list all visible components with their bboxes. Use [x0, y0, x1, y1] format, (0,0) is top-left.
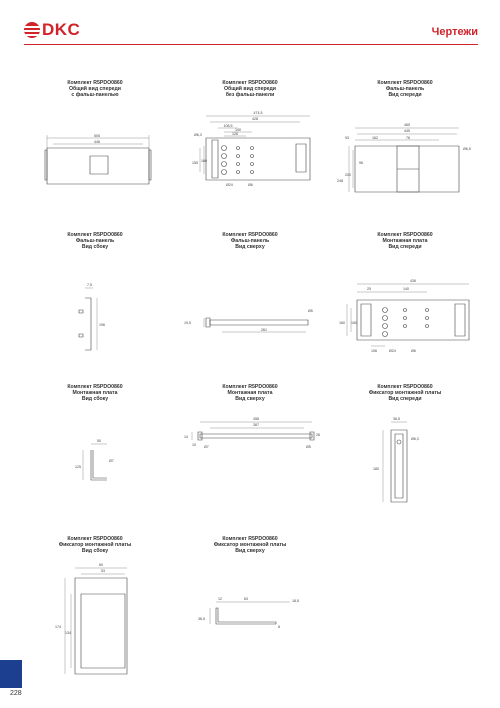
svg-text:Ø6: Ø6 [411, 349, 416, 353]
svg-text:63: 63 [244, 597, 248, 601]
svg-text:174: 174 [55, 625, 61, 629]
brand-logo: DKC [24, 20, 81, 39]
logo-mark-icon [24, 22, 40, 38]
svg-text:474,5: 474,5 [254, 111, 263, 115]
svg-text:150: 150 [351, 321, 357, 325]
svg-text:505: 505 [94, 134, 100, 138]
svg-text:180: 180 [373, 467, 379, 471]
svg-text:26: 26 [316, 433, 320, 437]
svg-text:428: 428 [252, 117, 258, 121]
page-header: DKC Чертежи [0, 0, 500, 50]
svg-text:126: 126 [232, 132, 238, 136]
drawing-mounting-plate-side: 50 125 Ø7 [75, 439, 114, 526]
drawing-false-panel-top: 19,5 261 Ø5 [184, 309, 313, 374]
svg-text:93: 93 [345, 136, 349, 140]
svg-text:10: 10 [192, 443, 196, 447]
svg-text:465: 465 [404, 123, 410, 127]
svg-text:436: 436 [410, 279, 416, 283]
brand-name: DKC [42, 20, 81, 39]
svg-text:134: 134 [65, 631, 71, 635]
svg-text:Ø6,3: Ø6,3 [411, 437, 419, 441]
drawing-plate-retainer-top: 12 63 18,5 36,5 8 [198, 597, 299, 629]
svg-text:36,5: 36,5 [393, 417, 400, 421]
svg-text:12: 12 [218, 597, 222, 601]
drawing-plate-retainer-side: 60 53 174 134 [55, 563, 165, 678]
svg-text:Ø5: Ø5 [306, 445, 311, 449]
svg-text:8: 8 [278, 625, 280, 629]
drawing-mounting-plate-top: 458 387 26 14 10 Ø7 Ø5 [184, 417, 320, 449]
svg-text:106: 106 [371, 349, 377, 353]
drawing-front-without-panel: 474,5 428 108,5 140 126 Ø6,3 155 160 Ø24… [192, 111, 320, 187]
svg-text:50: 50 [97, 439, 101, 443]
svg-text:60: 60 [99, 563, 103, 567]
svg-text:Ø6,5: Ø6,5 [463, 147, 471, 151]
page-tab [0, 660, 22, 688]
section-title: Чертежи [431, 26, 478, 38]
svg-text:140: 140 [403, 287, 409, 291]
svg-text:Ø7: Ø7 [204, 445, 209, 449]
svg-text:96: 96 [359, 161, 363, 165]
svg-text:196: 196 [99, 323, 105, 327]
drawing-plate-retainer-front: 36,5 Ø6,3 180 [373, 417, 419, 526]
svg-text:125: 125 [75, 465, 81, 469]
svg-text:7,5: 7,5 [87, 283, 92, 287]
svg-text:445: 445 [404, 129, 410, 133]
svg-text:19,5: 19,5 [184, 321, 191, 325]
svg-text:140: 140 [235, 128, 241, 132]
drawing-mounting-plate-front: 436 25 140 160 150 106 Ø24 Ø6 [339, 279, 475, 353]
drawing-false-panel-side: 7,5 196 [25, 283, 105, 374]
svg-text:155: 155 [192, 161, 198, 165]
svg-text:Ø6: Ø6 [248, 183, 253, 187]
svg-text:200: 200 [345, 173, 351, 177]
svg-text:446: 446 [94, 140, 100, 144]
svg-text:Ø24: Ø24 [389, 349, 396, 353]
svg-text:458: 458 [253, 417, 259, 421]
drawing-false-panel-front: 465 445 93 162 76 Ø6,5 248 200 96 [337, 123, 471, 222]
svg-text:Ø6,3: Ø6,3 [194, 133, 202, 137]
svg-text:76: 76 [406, 136, 410, 140]
page-number: 228 [10, 690, 22, 697]
svg-text:18,5: 18,5 [292, 599, 299, 603]
svg-text:36,5: 36,5 [198, 617, 205, 621]
drawing-front-with-panel: 505 446 [25, 134, 165, 222]
svg-text:261: 261 [261, 328, 267, 332]
svg-text:248: 248 [337, 179, 343, 183]
svg-text:108,5: 108,5 [224, 124, 233, 128]
svg-text:160: 160 [339, 321, 345, 325]
svg-text:25: 25 [367, 287, 371, 291]
svg-text:14: 14 [184, 435, 188, 439]
svg-text:53: 53 [101, 569, 105, 573]
svg-text:162: 162 [372, 136, 378, 140]
svg-text:Ø24: Ø24 [226, 183, 233, 187]
svg-text:160: 160 [201, 159, 207, 163]
svg-text:Ø5: Ø5 [308, 309, 313, 313]
header-rule [24, 44, 478, 45]
svg-text:387: 387 [253, 423, 259, 427]
svg-text:Ø7: Ø7 [109, 459, 114, 463]
